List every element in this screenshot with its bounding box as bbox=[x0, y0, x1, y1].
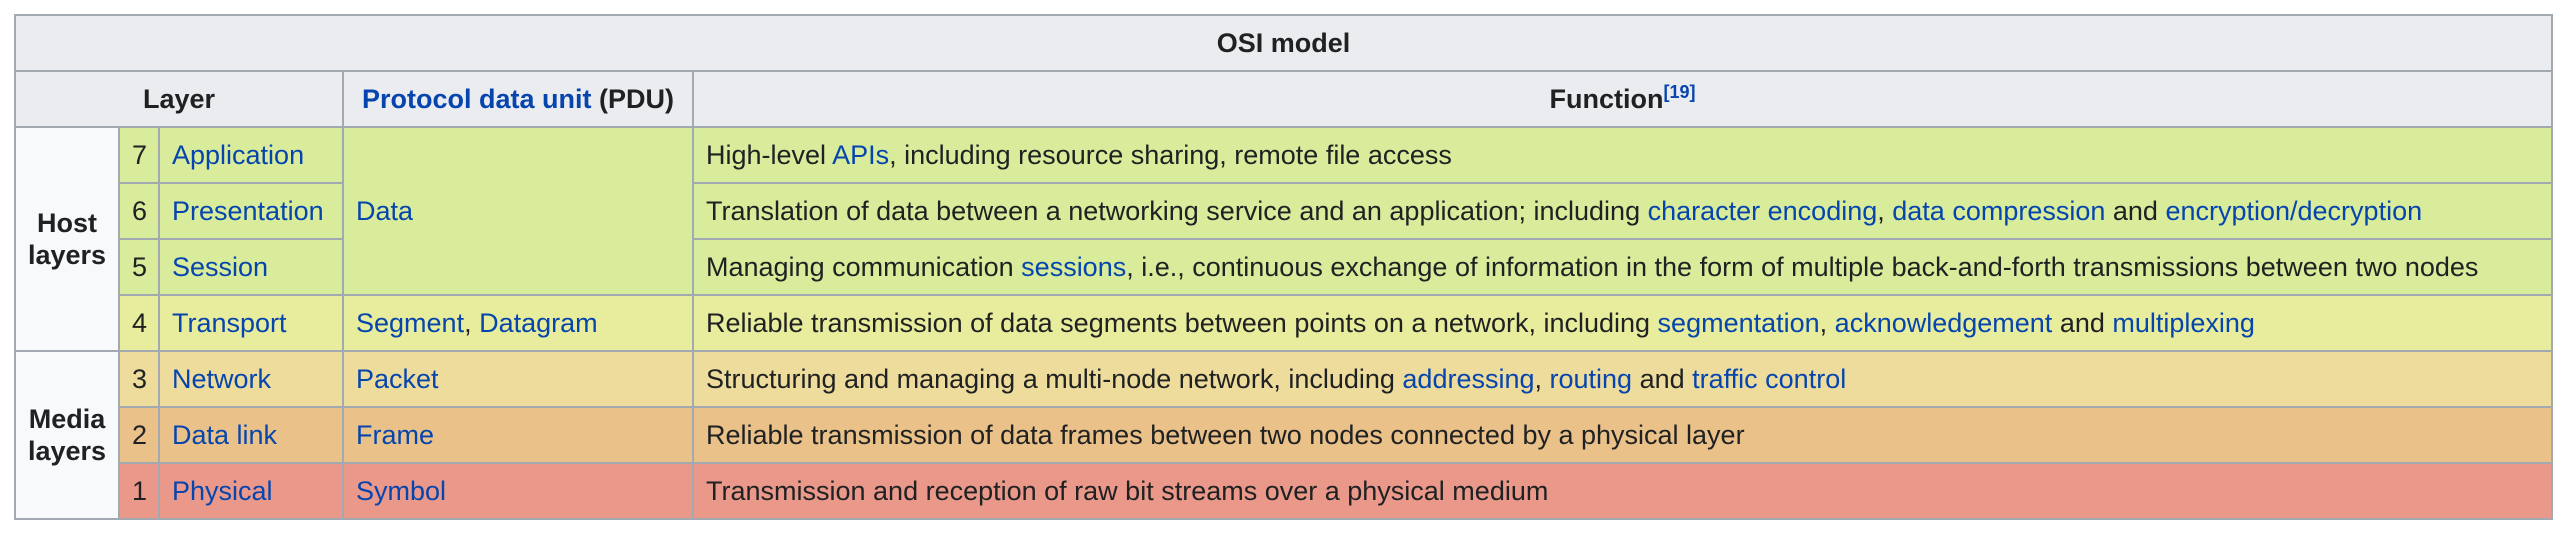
layer-number: 5 bbox=[118, 238, 160, 296]
pdu-separator: , bbox=[464, 308, 480, 338]
acknowledgement-link[interactable]: acknowledgement bbox=[1834, 308, 2053, 338]
pdu-suffix: (PDU) bbox=[591, 84, 674, 114]
routing-link[interactable]: routing bbox=[1549, 364, 1633, 394]
pdu-cell: Packet bbox=[342, 350, 694, 408]
layer-transport-link[interactable]: Transport bbox=[172, 308, 287, 338]
function-text: Reliable transmission of data frames bet… bbox=[706, 420, 1745, 450]
function-text: , bbox=[1877, 196, 1893, 226]
layer-name-cell: Session bbox=[158, 238, 344, 296]
table-row-layer-4: 4 Transport Segment, Datagram Reliable t… bbox=[15, 294, 2553, 352]
function-cell: Reliable transmission of data frames bet… bbox=[692, 406, 2553, 464]
pdu-cell: Segment, Datagram bbox=[342, 294, 694, 352]
pdu-cell: Symbol bbox=[342, 462, 694, 520]
pdu-data-link[interactable]: Data bbox=[356, 196, 414, 226]
layer-number: 7 bbox=[118, 126, 160, 184]
layer-physical-link[interactable]: Physical bbox=[172, 476, 273, 506]
function-text: Managing communication bbox=[706, 252, 1022, 282]
table-caption: OSI model bbox=[14, 14, 2553, 72]
function-text: and bbox=[2105, 196, 2166, 226]
pdu-packet-link[interactable]: Packet bbox=[356, 364, 439, 394]
layer-session-link[interactable]: Session bbox=[172, 252, 269, 282]
function-text: Structuring and managing a multi-node ne… bbox=[706, 364, 1403, 394]
layer-presentation-link[interactable]: Presentation bbox=[172, 196, 324, 226]
header-layer: Layer bbox=[14, 70, 344, 128]
layer-name-cell: Presentation bbox=[158, 182, 344, 240]
encryption-decryption-link[interactable]: encryption/decryption bbox=[2165, 196, 2423, 226]
pdu-segment-link[interactable]: Segment bbox=[356, 308, 465, 338]
pdu-link[interactable]: Protocol data unit bbox=[362, 84, 592, 114]
table-row-layer-1: 1 Physical Symbol Transmission and recep… bbox=[15, 462, 2553, 520]
function-text: and bbox=[1632, 364, 1693, 394]
pdu-symbol-link[interactable]: Symbol bbox=[356, 476, 447, 506]
function-cell: Reliable transmission of data segments b… bbox=[692, 294, 2553, 352]
osi-model-table: OSI model Layer Protocol data unit (PDU)… bbox=[14, 14, 2553, 520]
table-row-layer-2: 2 Data link Frame Reliable transmission … bbox=[15, 406, 2553, 464]
pdu-frame-link[interactable]: Frame bbox=[356, 420, 435, 450]
function-cell: Translation of data between a networking… bbox=[692, 182, 2553, 240]
function-text: , i.e., continuous exchange of informati… bbox=[1126, 252, 2479, 282]
function-cell: Structuring and managing a multi-node ne… bbox=[692, 350, 2553, 408]
data-compression-link[interactable]: data compression bbox=[1892, 196, 2106, 226]
layer-number: 3 bbox=[118, 350, 160, 408]
apis-link[interactable]: APIs bbox=[832, 140, 890, 170]
function-reference-link[interactable]: [19] bbox=[1663, 82, 1696, 102]
layer-number: 4 bbox=[118, 294, 160, 352]
function-text: and bbox=[2052, 308, 2113, 338]
function-label: Function bbox=[1549, 84, 1664, 114]
function-text: High-level bbox=[706, 140, 833, 170]
traffic-control-link[interactable]: traffic control bbox=[1692, 364, 1847, 394]
layer-name-cell: Physical bbox=[158, 462, 344, 520]
header-pdu: Protocol data unit (PDU) bbox=[342, 70, 694, 128]
addressing-link[interactable]: addressing bbox=[1402, 364, 1535, 394]
layer-network-link[interactable]: Network bbox=[172, 364, 272, 394]
function-text: , bbox=[1819, 308, 1835, 338]
layer-number: 6 bbox=[118, 182, 160, 240]
layer-name-cell: Application bbox=[158, 126, 344, 184]
layer-number: 1 bbox=[118, 462, 160, 520]
segmentation-link[interactable]: segmentation bbox=[1657, 308, 1820, 338]
sessions-link[interactable]: sessions bbox=[1021, 252, 1127, 282]
multiplexing-link[interactable]: multiplexing bbox=[2112, 308, 2255, 338]
pdu-data-cell: Data bbox=[342, 126, 694, 296]
character-encoding-link[interactable]: character encoding bbox=[1647, 196, 1878, 226]
table-row-layer-6: 6 Presentation Translation of data betwe… bbox=[15, 182, 2553, 240]
pdu-datagram-link[interactable]: Datagram bbox=[479, 308, 598, 338]
function-text: , including resource sharing, remote fil… bbox=[889, 140, 1452, 170]
function-text: Reliable transmission of data segments b… bbox=[706, 308, 1658, 338]
layer-data-link-link[interactable]: Data link bbox=[172, 420, 278, 450]
osi-table-wrapper: OSI model Layer Protocol data unit (PDU)… bbox=[14, 14, 2553, 520]
function-text: Transmission and reception of raw bit st… bbox=[706, 476, 1549, 506]
pdu-cell: Frame bbox=[342, 406, 694, 464]
function-cell: High-level APIs, including resource shar… bbox=[692, 126, 2553, 184]
header-function: Function[19] bbox=[692, 70, 2553, 128]
layer-application-link[interactable]: Application bbox=[172, 140, 305, 170]
function-cell: Managing communication sessions, i.e., c… bbox=[692, 238, 2553, 296]
layer-number: 2 bbox=[118, 406, 160, 464]
function-cell: Transmission and reception of raw bit st… bbox=[692, 462, 2553, 520]
layer-name-cell: Data link bbox=[158, 406, 344, 464]
layer-name-cell: Network bbox=[158, 350, 344, 408]
layer-name-cell: Transport bbox=[158, 294, 344, 352]
function-text: Translation of data between a networking… bbox=[706, 196, 1648, 226]
function-text: , bbox=[1534, 364, 1550, 394]
